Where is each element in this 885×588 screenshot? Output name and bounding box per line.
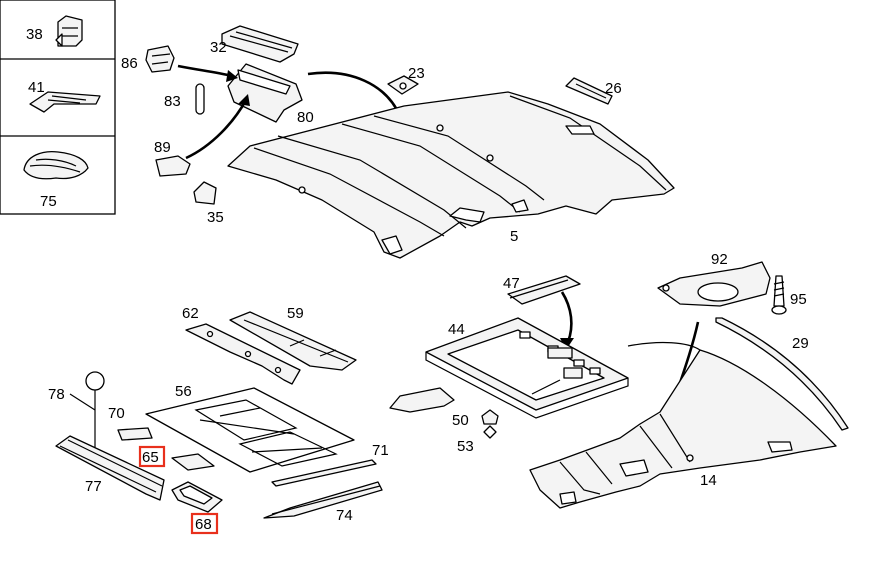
part-65-pad: 65 <box>138 445 215 471</box>
callout-75: 75 <box>40 193 57 210</box>
dome-light-assembly: 32 86 83 80 89 35 <box>121 25 406 226</box>
callout-89: 89 <box>154 139 171 156</box>
part-41-bracket-icon <box>29 91 101 113</box>
callout-29: 29 <box>792 335 809 352</box>
part-sound-pad <box>389 387 455 413</box>
callout-68: 68 <box>195 516 212 533</box>
part-23-clip: 23 <box>387 65 425 95</box>
highlight-box-65 <box>138 445 166 468</box>
callout-83: 83 <box>164 93 181 110</box>
part-95-screw: 95 <box>771 275 807 315</box>
part-5-headliner: 5 <box>227 91 675 259</box>
part-59-panel: 59 <box>229 305 357 371</box>
part-62-bracket: 62 <box>182 305 301 385</box>
inset-panel: 38 41 75 <box>0 0 116 215</box>
part-26-clip: 26 <box>565 77 622 105</box>
callout-41: 41 <box>28 79 45 96</box>
callout-65: 65 <box>142 449 159 466</box>
callout-77: 77 <box>85 478 102 495</box>
highlight-box-68 <box>190 512 219 535</box>
part-68-tray: 68 <box>171 481 223 535</box>
callout-50: 50 <box>452 412 469 429</box>
callout-47: 47 <box>503 275 520 292</box>
part-56-liner: 56 <box>145 383 355 473</box>
part-78-77-rail: 78 77 <box>48 371 165 501</box>
callout-80: 80 <box>297 109 314 126</box>
callout-44: 44 <box>448 321 465 338</box>
callout-5: 5 <box>510 228 518 245</box>
callout-35: 35 <box>207 209 224 226</box>
callout-70: 70 <box>108 405 125 422</box>
part-29-strip: 29 <box>715 317 849 431</box>
part-47-rail: 47 <box>503 275 581 350</box>
callout-78: 78 <box>48 386 65 403</box>
callout-38: 38 <box>26 26 43 43</box>
callout-86: 86 <box>121 55 138 72</box>
part-38-clip-icon <box>55 15 83 47</box>
part-75-pad-icon <box>23 150 89 180</box>
callout-26: 26 <box>605 80 622 97</box>
callout-53: 53 <box>457 438 474 455</box>
callout-56: 56 <box>175 383 192 400</box>
part-14-headliner: 14 <box>529 341 837 509</box>
callout-14: 14 <box>700 472 717 489</box>
callout-95: 95 <box>790 291 807 308</box>
part-50-53-fasteners: 50 53 <box>452 409 499 455</box>
part-74-trim: 74 <box>263 481 383 524</box>
part-44-frame: 44 <box>425 317 629 419</box>
callout-62: 62 <box>182 305 199 322</box>
callout-74: 74 <box>336 507 353 524</box>
callout-71: 71 <box>372 442 389 459</box>
callout-59: 59 <box>287 305 304 322</box>
part-70-strip: 70 <box>108 405 153 441</box>
callout-92: 92 <box>711 251 728 268</box>
part-71-strip: 71 <box>271 442 389 487</box>
callout-32: 32 <box>210 39 227 56</box>
callout-23: 23 <box>408 65 425 82</box>
